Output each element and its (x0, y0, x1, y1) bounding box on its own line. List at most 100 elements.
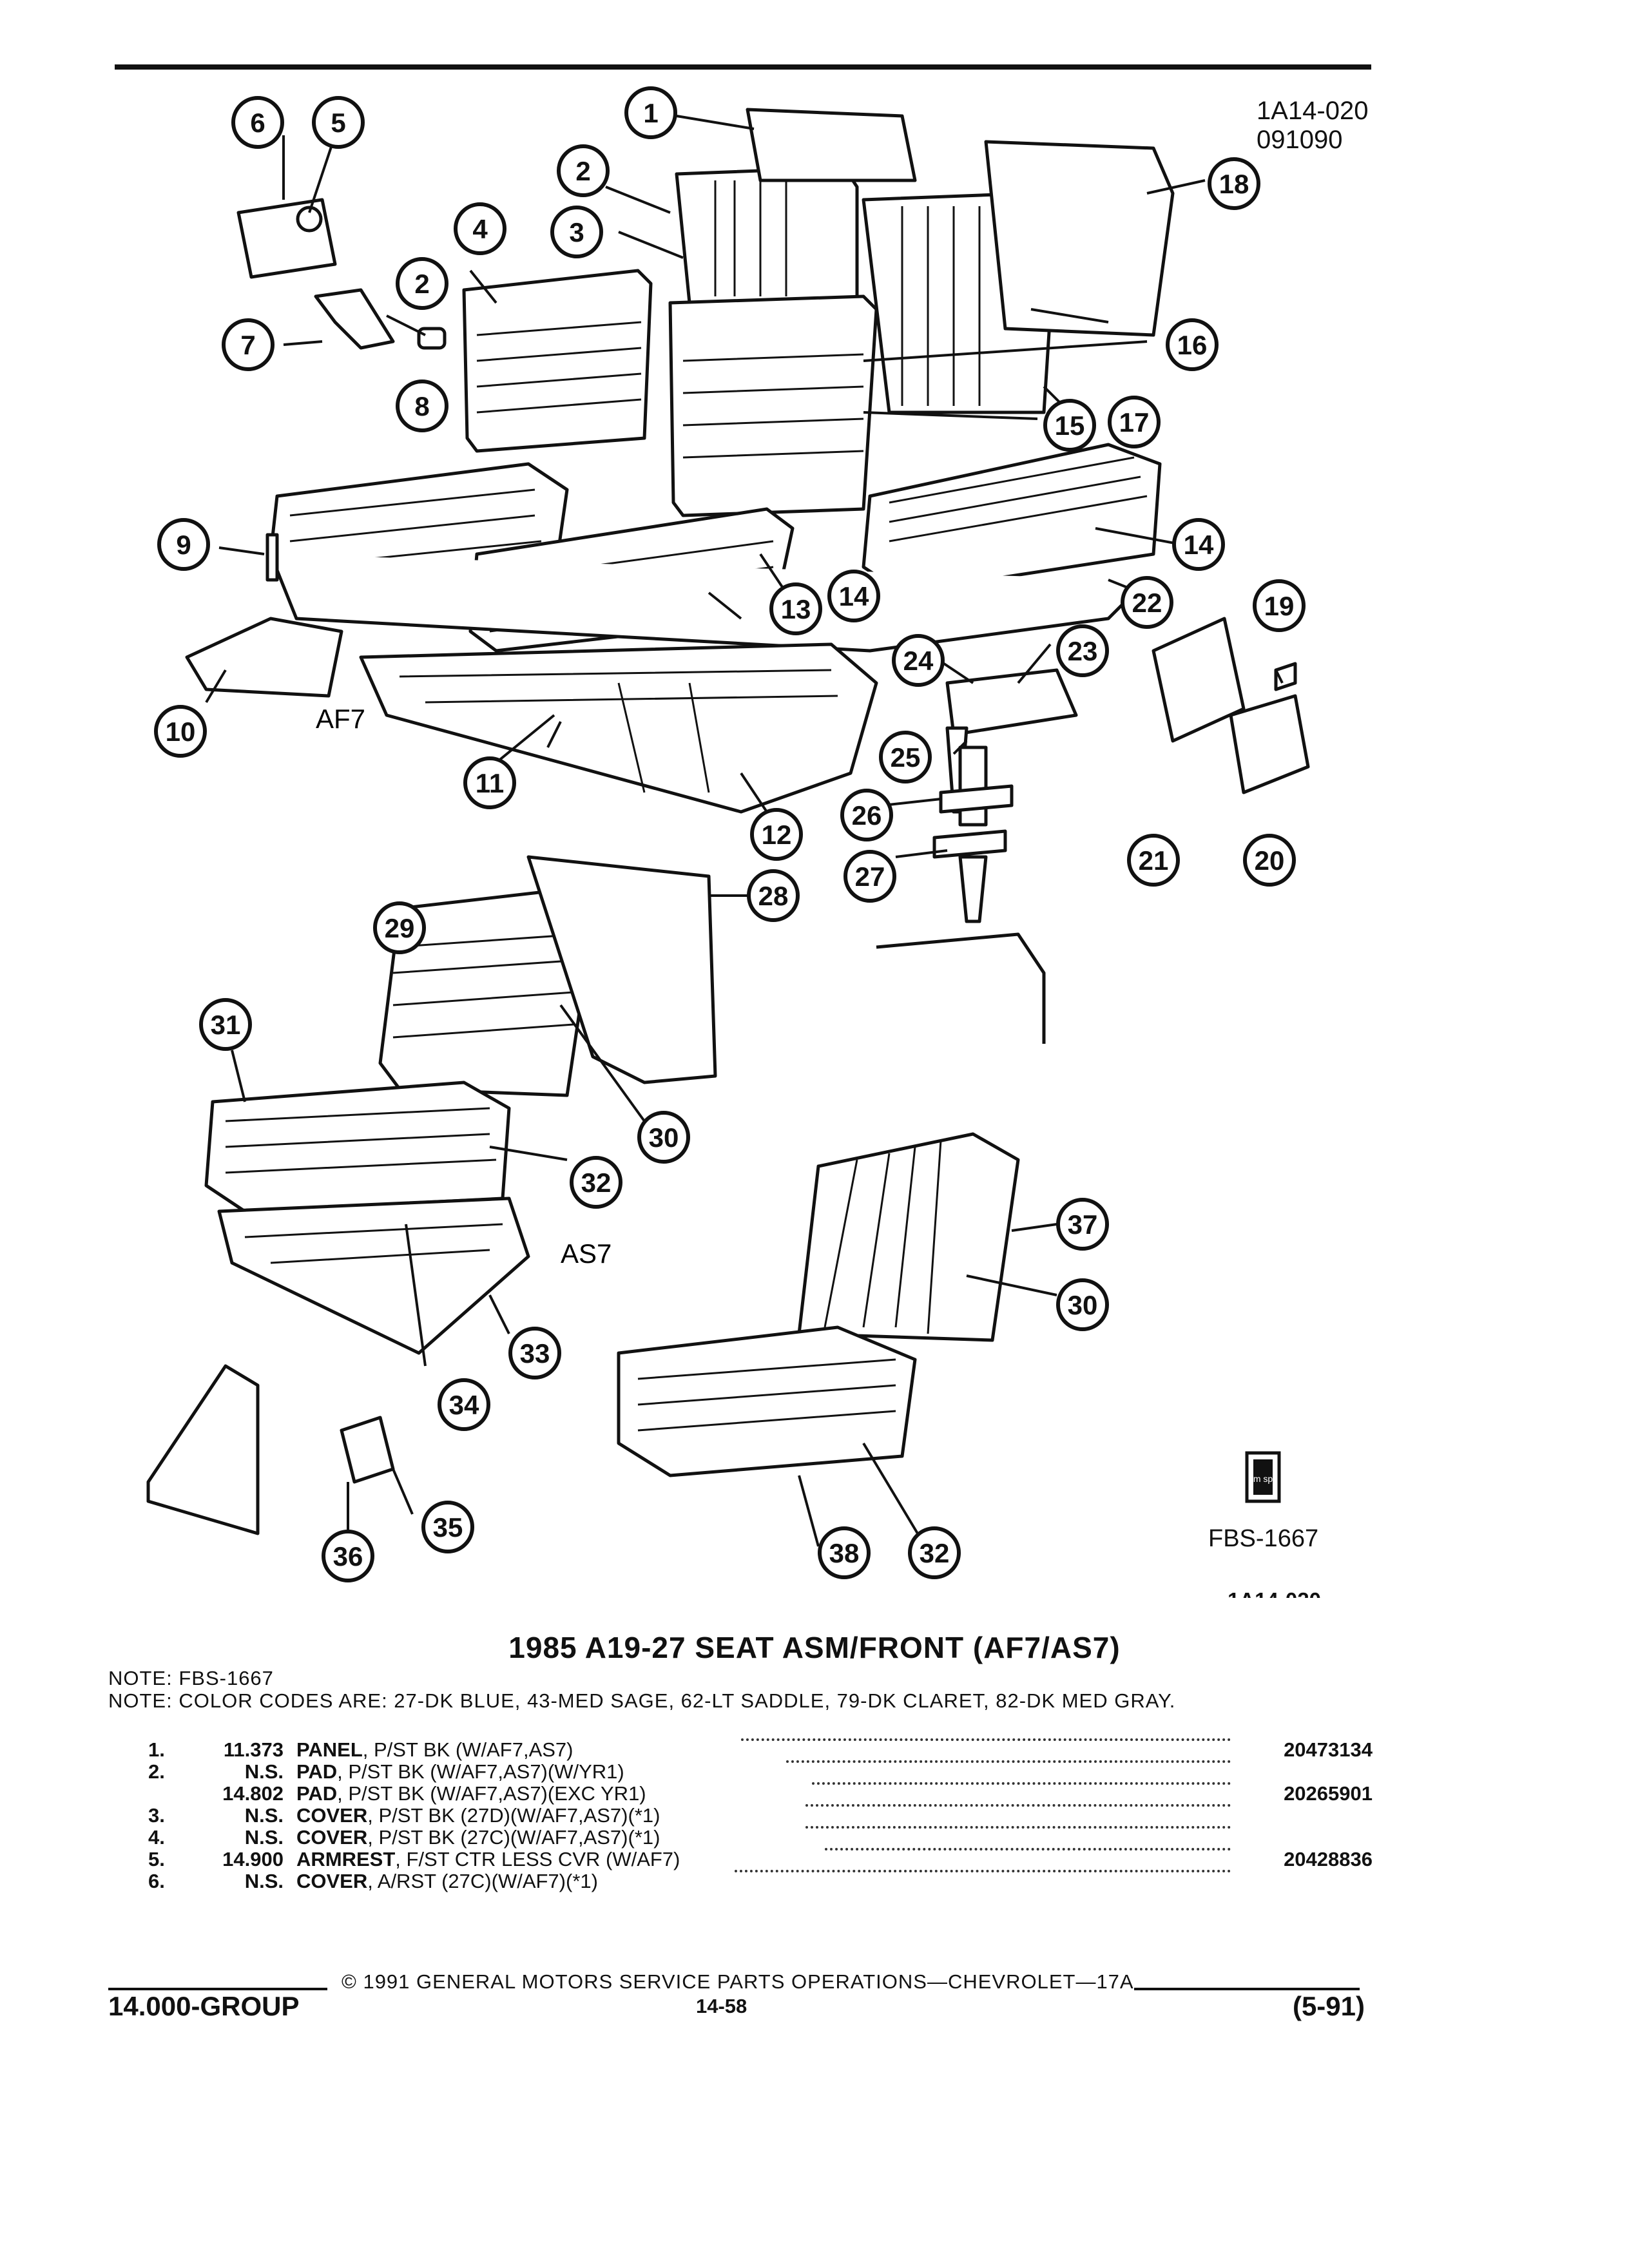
center-armrest-23 (945, 668, 1078, 736)
part-description: COVER, P/ST BK (27D)(W/AF7,AS7)(*1) (296, 1804, 660, 1827)
svg-text:15: 15 (1055, 410, 1085, 441)
svg-text:11: 11 (476, 768, 504, 798)
leader-dots (812, 1782, 1231, 1785)
hinge-parts-25-27 (932, 726, 1014, 923)
svg-text:gm spo: gm spo (1248, 1474, 1278, 1484)
part-description: ARMREST, F/ST CTR LESS CVR (W/AF7) (296, 1848, 680, 1870)
svg-text:19: 19 (1264, 591, 1295, 621)
part-number: 3. (148, 1804, 165, 1827)
callout-32b: 32 (908, 1526, 961, 1579)
seat-frame-af7 (359, 642, 878, 814)
callout-21: 21 (1127, 834, 1180, 887)
footer-group-label: 14.000-GROUP (108, 1991, 300, 2021)
svg-text:25: 25 (891, 742, 921, 773)
page-title: 1985 A19-27 SEAT ASM/FRONT (AF7/AS7) (508, 1631, 1121, 1664)
fbs-code-label: FBS-1667 (1208, 1525, 1318, 1552)
callout-34: 34 (438, 1378, 490, 1431)
door-panel-edge (876, 932, 1046, 1044)
part-description: COVER, P/ST BK (27C)(W/AF7,AS7)(*1) (296, 1826, 660, 1849)
svg-text:31: 31 (211, 1010, 241, 1040)
svg-text:4: 4 (472, 214, 488, 244)
leader-dots (805, 1804, 1231, 1807)
part-number: 4. (148, 1826, 165, 1849)
group-number: N.S. (244, 1760, 284, 1783)
bucket-back-as7 (378, 855, 717, 1097)
callout-24: 24 (892, 634, 945, 687)
footer-copyright: © 1991 GENERAL MOTORS SERVICE PARTS OPER… (342, 1970, 1134, 1993)
part-description: COVER, A/RST (27C)(W/AF7)(*1) (296, 1870, 598, 1892)
door-sill-36 (146, 1364, 395, 1535)
part-code: 20473134 (1284, 1738, 1373, 1761)
callout-23: 23 (1056, 624, 1109, 677)
armrest-cover (236, 198, 337, 279)
svg-text:33: 33 (520, 1338, 550, 1369)
svg-text:35: 35 (433, 1512, 463, 1542)
svg-text:20: 20 (1255, 845, 1285, 876)
callout-8: 8 (396, 380, 448, 432)
seat-back-center (668, 166, 878, 517)
group-number: 14.802 (222, 1782, 284, 1805)
svg-text:5: 5 (331, 108, 345, 138)
svg-text:24: 24 (903, 646, 934, 676)
callout-25: 25 (879, 731, 932, 783)
seat-back-left (462, 269, 653, 453)
part-description: PAD, P/ST BK (W/AF7,AS7)(W/YR1) (296, 1760, 624, 1783)
variant-label-as7: AS7 (561, 1238, 612, 1269)
svg-text:18: 18 (1219, 169, 1249, 199)
parts-row: 2. N.S. PAD, P/ST BK (W/AF7,AS7)(W/YR1) (148, 1760, 1373, 1783)
svg-text:17: 17 (1119, 407, 1150, 437)
callout-26: 26 (840, 789, 893, 841)
note-color-codes: NOTE: COLOR CODES ARE: 27-DK BLUE, 43-ME… (108, 1689, 1176, 1712)
callout-38: 38 (818, 1526, 871, 1579)
callout-10: 10 (154, 705, 207, 758)
group-number: 14.900 (222, 1848, 284, 1870)
svg-text:12: 12 (762, 820, 792, 850)
svg-text:7: 7 (240, 330, 255, 360)
svg-text:28: 28 (758, 881, 789, 911)
svg-text:2: 2 (414, 269, 429, 299)
part-code: 20428836 (1284, 1848, 1373, 1870)
leader-dots (735, 1870, 1231, 1872)
callout-2: 2 (557, 144, 610, 197)
svg-text:22: 22 (1132, 588, 1162, 618)
console-10 (185, 617, 343, 698)
callout-18: 18 (1208, 157, 1260, 210)
callout-2b: 2 (396, 257, 448, 310)
svg-text:34: 34 (449, 1390, 479, 1420)
bucket-frame-as7 (217, 1196, 530, 1355)
svg-text:9: 9 (176, 530, 191, 560)
callout-28: 28 (747, 869, 800, 922)
callout-32: 32 (570, 1156, 622, 1209)
callout-31: 31 (199, 998, 252, 1051)
bolt-9 (265, 533, 279, 582)
part-number: 5. (148, 1848, 165, 1870)
parts-row: 3. N.S. COVER, P/ST BK (27D)(W/AF7,AS7)(… (148, 1804, 1373, 1827)
variant-label-af7: AF7 (316, 704, 365, 734)
svg-text:38: 38 (829, 1538, 860, 1568)
trim-20-21 (1152, 617, 1310, 794)
callout-35: 35 (421, 1501, 474, 1553)
callout-22: 22 (1121, 576, 1173, 629)
svg-text:30: 30 (1068, 1290, 1098, 1320)
callout-11: 11 (463, 756, 516, 809)
svg-text:8: 8 (414, 391, 429, 421)
leader-dots (786, 1760, 1231, 1763)
svg-text:37: 37 (1068, 1209, 1098, 1240)
svg-text:32: 32 (581, 1168, 612, 1198)
parts-row: 1. 11.373 PANEL, P/ST BK (W/AF7,AS7) 204… (148, 1738, 1373, 1761)
bucket-cushion-27d (617, 1325, 917, 1477)
seat-back-panel-18 (984, 140, 1175, 337)
callout-37: 37 (1056, 1198, 1109, 1251)
callout-9: 9 (157, 518, 210, 571)
svg-text:29: 29 (385, 913, 415, 943)
footer-rule-right (1134, 1988, 1360, 1990)
part-number: 1. (148, 1738, 165, 1761)
seat-cushion-right (862, 443, 1162, 595)
part-description: PANEL, P/ST BK (W/AF7,AS7) (296, 1738, 574, 1761)
leader-dots (825, 1848, 1231, 1850)
parts-row: 6. N.S. COVER, A/RST (27C)(W/AF7)(*1) (148, 1870, 1373, 1892)
gm-spo-logo: gm spo (1245, 1451, 1281, 1503)
exploded-seat-diagram: 1 2 2 3 4 5 6 7 8 9 10 11 12 13 14 14 15… (146, 86, 1321, 1598)
leader-dots (805, 1826, 1231, 1829)
callout-30b: 30 (1056, 1278, 1109, 1331)
